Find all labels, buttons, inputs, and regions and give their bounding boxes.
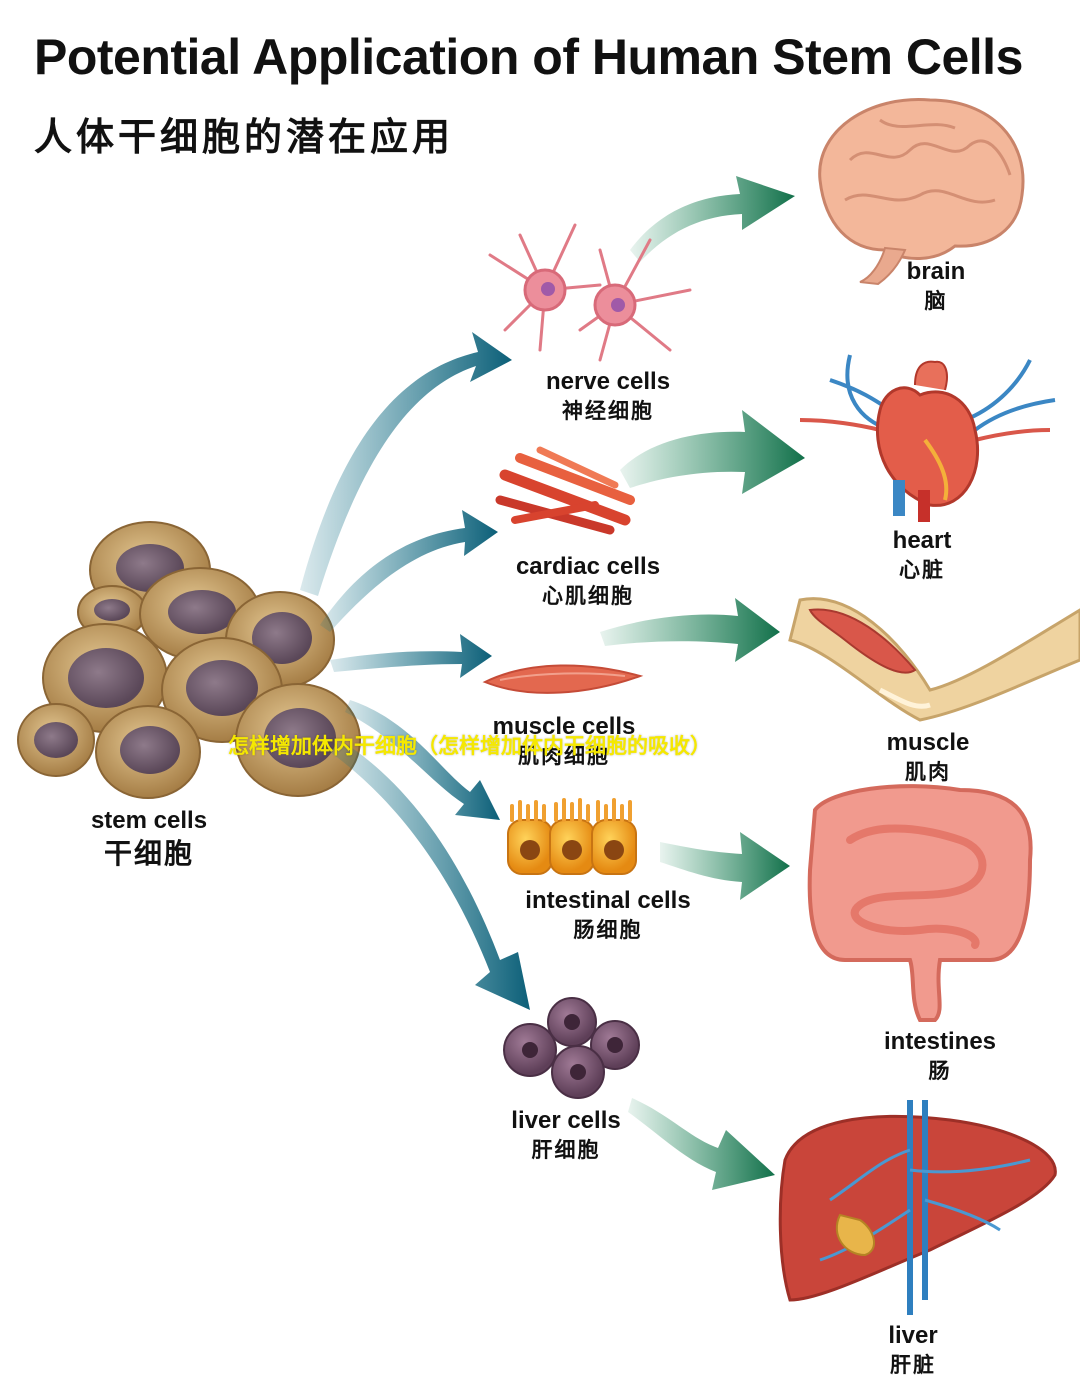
liver-cells-illustration — [503, 997, 640, 1099]
liver-cells-en: liver cells — [511, 1107, 621, 1134]
liver-cells-label: liver cells 肝细胞 — [511, 1106, 620, 1164]
liver-zh: 肝脏 — [890, 1353, 936, 1377]
brain-zh: 脑 — [924, 289, 948, 313]
muscle-cells-en: muscle cells — [492, 713, 636, 740]
brain-illustration — [818, 98, 1025, 286]
overlay-caption: 怎样增加体内干细胞（怎样增加体内干细胞的吸收） — [228, 734, 711, 758]
heart-en: heart — [892, 527, 952, 554]
arrow-to-muscle — [600, 598, 780, 662]
heart-zh: 心脏 — [899, 558, 945, 582]
heart-label: heart 心脏 — [893, 526, 952, 584]
muscle-cells-illustration — [482, 664, 644, 694]
intestinal-cells-en: intestinal cells — [525, 887, 691, 914]
intestines-zh: 肠 — [928, 1059, 952, 1083]
arrow-to-liver — [628, 1098, 775, 1190]
arrow-to-liver-cells — [330, 740, 530, 1010]
liver-en: liver — [888, 1322, 938, 1349]
cardiac-cells-en: cardiac cells — [515, 553, 661, 580]
page-title: Potential Application of Human Stem Cell… — [34, 29, 1023, 85]
cells-to-organs-arrows — [600, 176, 805, 1190]
brain-label: brain 脑 — [907, 257, 966, 315]
heart-illustration — [799, 354, 1056, 522]
muscle-zh: 肌肉 — [905, 760, 951, 784]
liver-illustration — [778, 1100, 1057, 1315]
brain-en: brain — [906, 258, 966, 285]
arrow-to-intestines — [660, 832, 790, 900]
arrow-to-heart — [620, 410, 805, 494]
cardiac-cells-zh: 心肌细胞 — [541, 584, 634, 608]
nerve-cells-en: nerve cells — [545, 368, 671, 395]
arrow-to-nerve-cells — [300, 332, 512, 596]
cardiac-cells-illustration — [495, 446, 635, 535]
stem-cells-en: stem cells — [90, 807, 208, 834]
intestinal-cells-zh: 肠细胞 — [573, 918, 643, 942]
muscle-label: muscle 肌肉 — [887, 728, 970, 786]
intestinal-cells-label: intestinal cells 肠细胞 — [525, 886, 690, 944]
nerve-cells-illustration — [488, 223, 692, 362]
page-subtitle: 人体干细胞的潜在应用 — [34, 115, 455, 159]
arrow-to-cardiac-cells — [320, 510, 498, 632]
stem-cells-label: stem cells 干细胞 — [91, 806, 207, 872]
stem-to-cells-arrows — [300, 332, 530, 1010]
stem-cells-zh: 干细胞 — [103, 837, 195, 870]
liver-label: liver 肝脏 — [888, 1321, 937, 1379]
cardiac-cells-label: cardiac cells 心肌细胞 — [516, 552, 660, 610]
muscle-cells-zh: 肌肉细胞 — [517, 744, 610, 768]
nerve-cells-label: nerve cells 神经细胞 — [546, 367, 670, 425]
nerve-cells-zh: 神经细胞 — [562, 399, 654, 423]
muscle-cells-label: muscle cells 肌肉细胞 — [493, 712, 636, 770]
intestines-illustration — [807, 784, 1033, 1022]
liver-cells-zh: 肝细胞 — [531, 1138, 601, 1162]
intestines-label: intestines 肠 — [884, 1027, 996, 1085]
intestines-en: intestines — [883, 1028, 997, 1055]
intestinal-cells-illustration — [507, 798, 637, 875]
arrow-to-muscle-cells — [330, 634, 492, 678]
muscle-en: muscle — [886, 729, 970, 756]
arrow-to-brain — [630, 176, 795, 262]
arrow-to-intestinal-cells — [345, 700, 500, 820]
stem-cells-illustration — [17, 521, 361, 799]
muscle-illustration — [788, 597, 1080, 722]
